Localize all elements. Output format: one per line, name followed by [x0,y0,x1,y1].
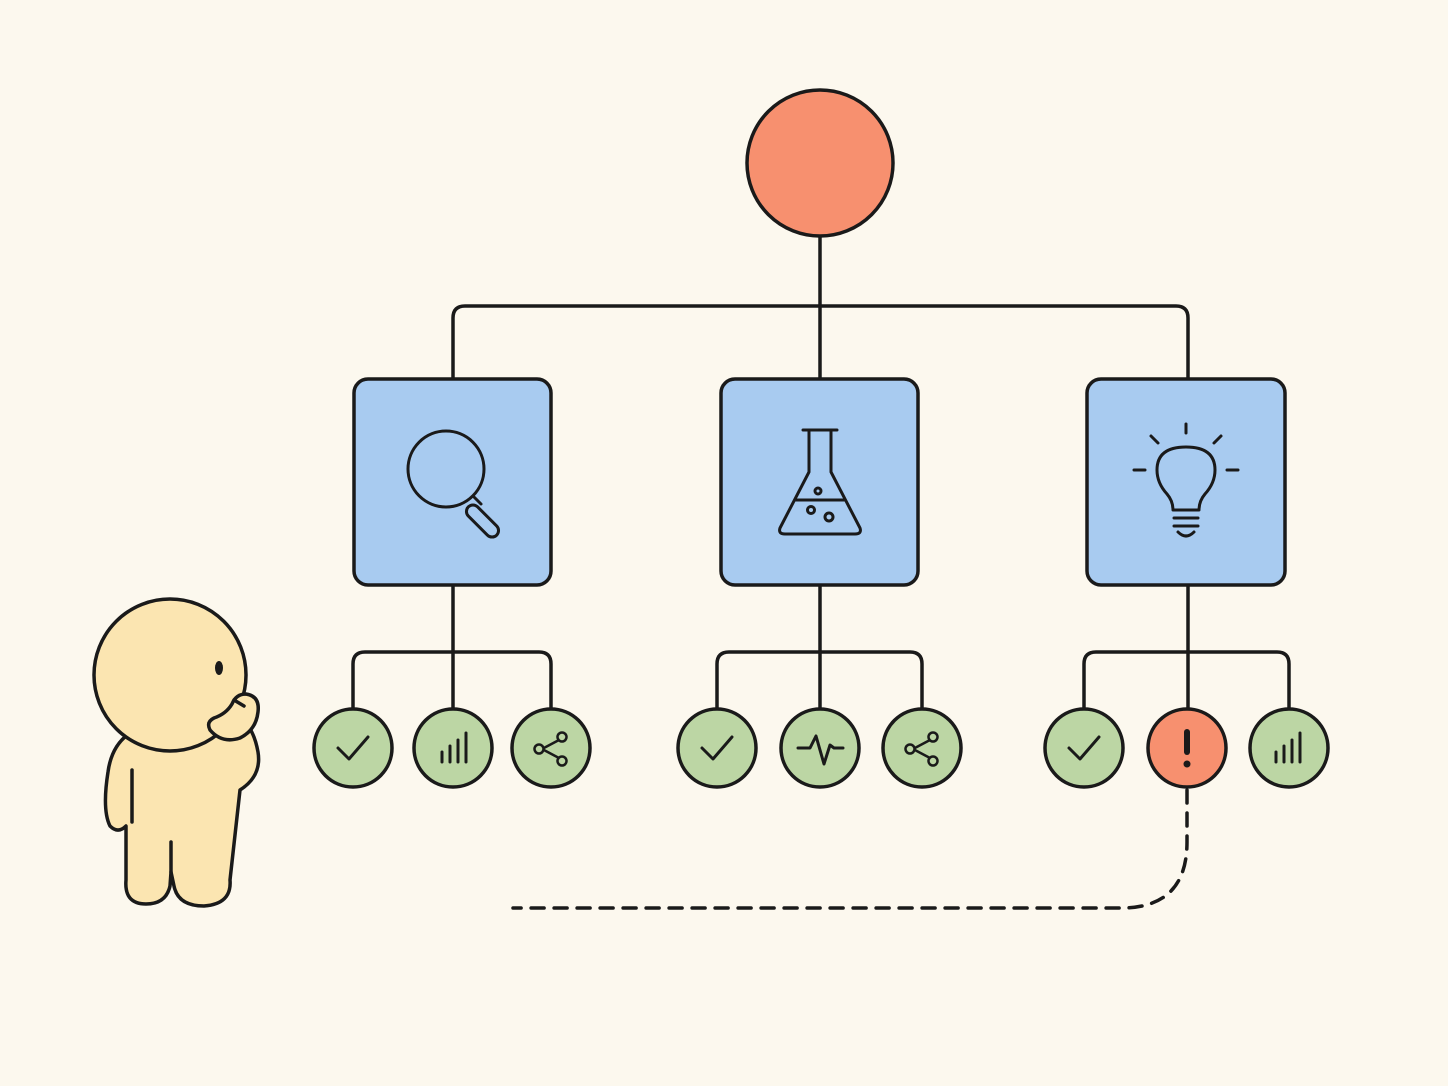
category-node-research [352,377,553,587]
lightbulb-icon [1132,422,1240,538]
leaf-node-alert [1146,707,1228,789]
category-box [719,377,920,587]
leaf-node-share [510,707,592,789]
person-head [92,597,248,753]
share-icon [533,731,568,767]
person-body [103,720,261,908]
exclamation-icon [1183,729,1191,768]
leaf-node-check [1043,707,1125,789]
check-icon [1067,735,1101,761]
leaf-group-experiment [676,707,963,789]
pulse-icon [796,734,845,766]
leaf-node-check [312,707,394,789]
share-icon [904,731,939,767]
category-3-connector [1082,583,1291,710]
bar-chart-icon [440,731,468,764]
root-node [745,88,895,238]
leaf-node-bar-chart [1248,707,1330,789]
category-connectors [351,583,1291,710]
leaf-node-bar-chart [412,707,494,789]
root-connectors [451,234,1190,381]
category-node-experiment [719,377,920,587]
person-finger-line [232,698,246,708]
category-2-connector [715,583,924,710]
leaf-node-share [881,707,963,789]
category-box [352,377,553,587]
check-icon [336,735,370,761]
category-1-connector [351,583,553,710]
flask-icon [778,428,862,536]
category-node-idea [1085,377,1287,587]
magnifier-icon [406,429,501,539]
alert-dashed-link [511,788,1189,910]
person-hand [206,692,260,742]
root-branch-line [451,304,1190,381]
check-icon [700,735,734,761]
leaf-group-research [312,707,592,789]
bar-chart-icon [1274,731,1302,764]
thinking-person-icon [92,597,261,908]
leaf-node-pulse [779,707,861,789]
leaf-group-idea [1043,707,1330,789]
person-eye [215,661,223,675]
category-box [1085,377,1287,587]
leaf-node-check [676,707,758,789]
